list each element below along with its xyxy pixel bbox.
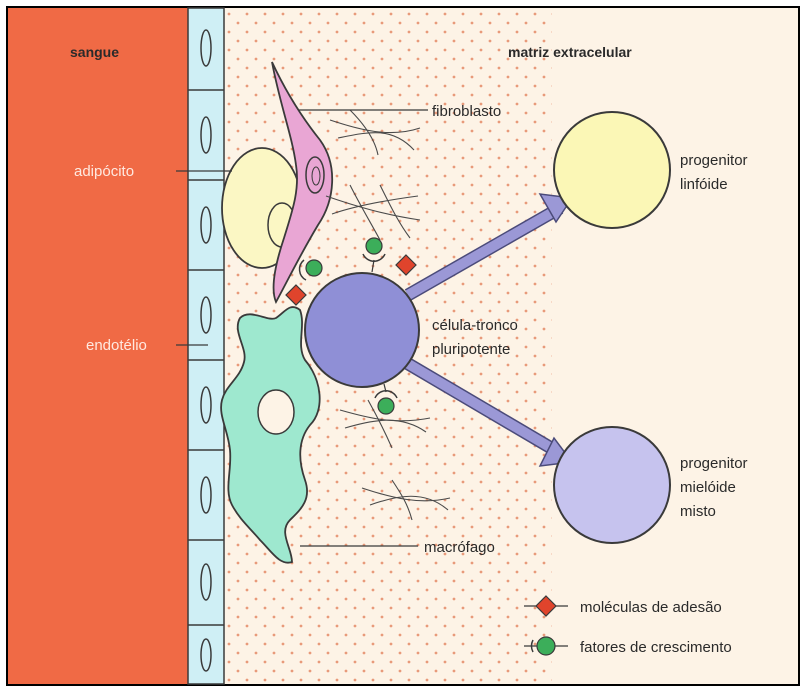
label-linfoide-line2: linfóide [680, 176, 728, 193]
label-celula-line2: pluripotente [432, 341, 510, 358]
label-mieloide-line3: misto [680, 503, 716, 520]
label-sangue: sangue [70, 44, 119, 60]
label-endotelio: endotélio [86, 337, 147, 354]
legend-adhesion-label: moléculas de adesão [580, 599, 722, 616]
stem-cell [305, 273, 419, 387]
label-adipocito: adipócito [74, 163, 134, 180]
label-linfoide-line1: progenitor [680, 152, 748, 169]
lymphoid-progenitor [554, 112, 670, 228]
label-macrofago: macrófago [424, 539, 495, 556]
myeloid-progenitor [554, 427, 670, 543]
label-mieloide-line2: mielóide [680, 479, 736, 496]
label-fibroblasto: fibroblasto [432, 103, 501, 120]
label-celula-line1: célula-tronco [432, 317, 518, 334]
label-matriz-extracelular: matriz extracelular [508, 44, 632, 60]
endothelium-wall [188, 8, 224, 684]
label-mieloide-line1: progenitor [680, 455, 748, 472]
legend-growth-label: fatores de crescimento [580, 639, 732, 656]
